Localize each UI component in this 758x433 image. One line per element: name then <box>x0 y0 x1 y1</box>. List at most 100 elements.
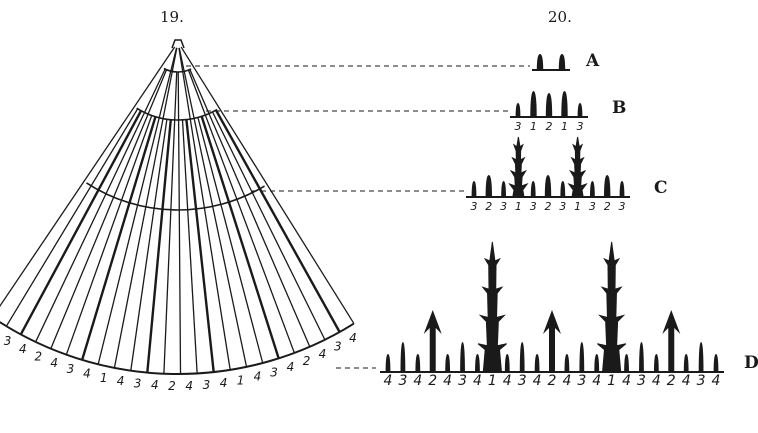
spike-small <box>545 93 553 117</box>
fan-order-label: 3 <box>270 365 278 379</box>
spike-small <box>385 354 391 372</box>
spike-small <box>485 175 492 197</box>
spike-leafy <box>508 136 529 198</box>
fan-strand <box>214 109 341 333</box>
spike-order-label: 1 <box>607 373 616 389</box>
fan-strand <box>200 115 280 359</box>
fan-order-label: 4 <box>19 342 27 356</box>
spike-order-label: 3 <box>530 200 537 213</box>
spike-order-label: 4 <box>682 373 691 389</box>
spike-order-label: 4 <box>473 373 482 389</box>
spike-order-label: 3 <box>697 373 706 389</box>
fan-strand <box>163 71 178 374</box>
spike-small <box>558 54 566 70</box>
spike-order-label: 4 <box>592 373 601 389</box>
fan-tip <box>171 39 185 49</box>
fan-strand <box>181 119 198 374</box>
spike-small <box>504 354 510 372</box>
spike-small <box>564 354 570 372</box>
fan-strand <box>146 119 172 373</box>
spike-small <box>590 181 595 197</box>
spike-order-label: 2 <box>428 373 437 389</box>
spike-order-label: 3 <box>500 200 507 213</box>
spike-small <box>460 342 465 372</box>
spike-order-label: 2 <box>485 200 492 213</box>
fan-strand <box>178 47 248 367</box>
fan-order-label: 4 <box>254 370 262 384</box>
spike-order-label: 1 <box>515 200 522 213</box>
spike-order-label: 4 <box>413 373 422 389</box>
fan-strand <box>178 47 231 370</box>
spike-order-label: 2 <box>667 373 676 389</box>
spike-small <box>698 342 704 372</box>
spike-small <box>415 354 421 372</box>
spike-order-label: 3 <box>619 200 626 213</box>
spike-order-label: 2 <box>548 373 557 389</box>
spike-leafy <box>597 241 627 373</box>
spike-order-label: 4 <box>562 373 571 389</box>
spike-small <box>604 175 611 197</box>
fan-strand <box>113 47 178 368</box>
spike-small <box>639 342 644 372</box>
spike-arrow <box>423 310 442 372</box>
spike-small <box>400 342 406 372</box>
spike-small <box>544 175 552 197</box>
row-letter-A: A <box>585 51 600 71</box>
spike-small <box>501 181 506 197</box>
figure-19-number: 19. <box>160 8 184 26</box>
fan-order-label: 3 <box>203 378 211 392</box>
spike-arrow <box>662 310 681 372</box>
spike-order-label: 3 <box>458 373 467 389</box>
spike-small <box>560 181 566 197</box>
fan-strand <box>197 117 264 364</box>
fan-order-label: 3 <box>334 340 342 354</box>
spike-arrow <box>543 310 561 372</box>
spike-order-label: 3 <box>471 200 478 213</box>
spike-small <box>577 103 583 117</box>
spike-leafy <box>477 241 507 373</box>
fan-strand <box>5 108 139 327</box>
spike-small <box>713 354 719 372</box>
spike-small <box>475 354 480 372</box>
fan-strand <box>19 110 143 335</box>
fan-order-label: 4 <box>287 360 295 374</box>
fan-strand <box>35 68 166 343</box>
spike-small <box>579 342 585 372</box>
figure-20-number: 20. <box>548 8 572 26</box>
spike-order-label: 4 <box>533 373 542 389</box>
row-letter-C: C <box>654 178 668 198</box>
fan-strand <box>185 119 215 373</box>
spike-small <box>619 181 625 197</box>
spike-small <box>561 91 568 117</box>
fan-order-label: 4 <box>185 379 193 393</box>
spike-order-label: 3 <box>637 373 646 389</box>
spike-order-label: 2 <box>546 120 553 133</box>
row-letter-B: B <box>612 98 626 118</box>
spike-order-label: 4 <box>384 373 393 389</box>
spike-order-label: 3 <box>518 373 527 389</box>
spike-order-label: 3 <box>398 373 407 389</box>
spike-small <box>683 354 689 372</box>
fan-outer-arc <box>0 320 355 375</box>
spike-small <box>536 54 544 70</box>
spike-order-label: 1 <box>561 120 568 133</box>
fan-strand <box>177 71 182 374</box>
fan-order-label: 4 <box>319 347 327 361</box>
fan-order-label: 1 <box>100 371 108 385</box>
fan-strand <box>211 111 326 341</box>
fan-order-label: 3 <box>134 377 142 391</box>
spike-small <box>519 342 525 372</box>
spike-order-label: 1 <box>530 120 537 133</box>
spike-order-label: 3 <box>559 200 566 213</box>
fan-ring-arc-1 <box>163 67 192 73</box>
fan-order-label: 2 <box>35 349 43 363</box>
spike-order-label: 3 <box>577 373 586 389</box>
spike-small <box>594 354 600 372</box>
fan-strand <box>0 46 176 308</box>
row-letter-D: D <box>744 353 758 373</box>
